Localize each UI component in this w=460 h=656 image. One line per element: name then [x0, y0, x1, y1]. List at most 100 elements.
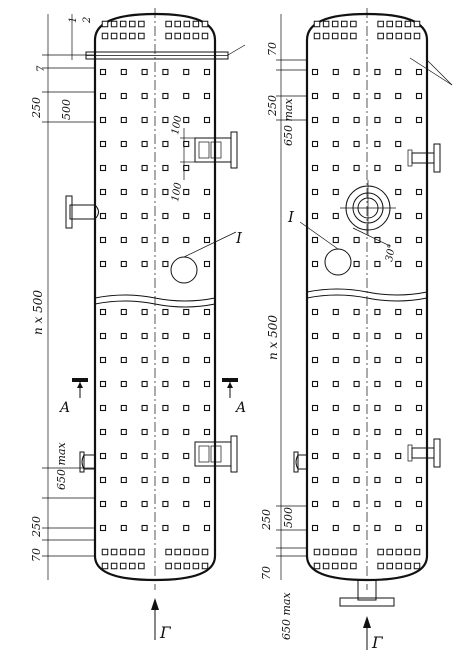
left-dim-500: 500	[60, 99, 73, 120]
tube-hole	[129, 32, 136, 40]
tube-hole	[99, 68, 107, 76]
tube-hole	[404, 548, 412, 556]
tube-hole	[386, 562, 393, 570]
left-flow-arrow	[151, 598, 159, 640]
left-dim-7: 7	[36, 65, 47, 72]
tube-hole	[311, 452, 319, 460]
tube-hole	[395, 260, 402, 268]
left-dim-250-top: 250	[30, 97, 43, 119]
tube-hole	[353, 428, 360, 436]
tube-hole	[322, 32, 330, 40]
tube-hole	[120, 428, 127, 436]
right-vessel: 70 250 650 max I 30° n x 500 250 500 70 …	[260, 8, 453, 652]
tube-hole	[99, 140, 107, 148]
tube-hole	[141, 452, 148, 460]
tube-hole	[395, 92, 402, 100]
tube-hole	[415, 92, 423, 100]
left-dim-70: 70	[30, 548, 43, 562]
tube-hole	[141, 524, 148, 532]
tube-hole	[395, 308, 402, 316]
tube-hole	[415, 332, 423, 340]
tube-hole	[313, 562, 321, 570]
tube-hole	[99, 476, 107, 484]
tube-hole	[203, 356, 211, 364]
tube-hole	[404, 20, 412, 28]
tube-hole	[203, 212, 211, 220]
tube-hole	[395, 380, 402, 388]
tube-hole	[374, 116, 381, 124]
left-lower-nozzle	[194, 435, 238, 473]
tube-hole	[332, 92, 339, 100]
tube-hole	[99, 260, 107, 268]
tube-hole	[183, 32, 191, 40]
tube-hole	[311, 236, 319, 244]
tube-hole	[332, 140, 339, 148]
tube-hole	[332, 380, 339, 388]
left-dim-2: 2	[82, 17, 93, 24]
tube-hole	[395, 20, 403, 28]
tube-hole	[99, 212, 107, 220]
tube-hole	[138, 548, 145, 556]
tube-hole	[183, 404, 190, 412]
tube-hole	[331, 32, 339, 40]
tube-hole	[377, 548, 384, 556]
tube-hole	[322, 20, 330, 28]
tube-hole	[183, 356, 190, 364]
tube-hole	[201, 562, 209, 570]
tube-hole	[415, 524, 423, 532]
tube-hole	[350, 32, 357, 40]
tube-hole	[99, 236, 107, 244]
left-dim-100-b: 100	[170, 181, 184, 202]
tube-hole	[415, 212, 423, 220]
left-vessel: 1 2 7 250 500 100 100 n x 500 650 max 25…	[30, 8, 246, 642]
tube-hole	[99, 92, 107, 100]
tube-hole	[183, 212, 190, 220]
tube-hole	[395, 164, 402, 172]
tube-hole	[99, 428, 107, 436]
tube-hole	[183, 524, 190, 532]
tube-hole	[138, 32, 145, 40]
tube-hole	[415, 428, 423, 436]
tube-hole	[353, 92, 360, 100]
tube-hole	[374, 356, 381, 364]
right-small-side-nozzle	[293, 451, 307, 473]
left-dim-1: 1	[68, 17, 79, 23]
left-top-crossbar	[85, 51, 229, 60]
tube-hole	[141, 68, 148, 76]
right-tube-hole-grid	[311, 20, 423, 570]
tube-hole	[141, 212, 148, 220]
tube-hole	[374, 260, 381, 268]
tube-hole	[120, 380, 127, 388]
tube-hole	[141, 476, 148, 484]
tube-hole	[332, 164, 339, 172]
tube-hole	[119, 548, 127, 556]
tube-hole	[377, 32, 384, 40]
tube-hole	[174, 20, 181, 28]
tube-hole	[374, 380, 381, 388]
tube-hole	[162, 452, 169, 460]
tube-hole	[341, 32, 348, 40]
tube-hole	[311, 404, 319, 412]
tube-hole	[386, 20, 393, 28]
tube-hole	[350, 548, 357, 556]
left-dim-650max: 650 max	[55, 442, 68, 490]
tube-hole	[353, 116, 360, 124]
tube-hole	[374, 404, 381, 412]
tube-hole	[183, 332, 190, 340]
tube-hole	[311, 380, 319, 388]
tube-hole	[395, 212, 402, 220]
tube-hole	[183, 164, 190, 172]
tube-hole	[311, 68, 319, 76]
tube-hole	[141, 428, 148, 436]
tube-hole	[395, 188, 402, 196]
tube-hole	[162, 188, 169, 196]
tube-hole	[162, 140, 169, 148]
left-detail-I: I	[235, 229, 243, 247]
tube-hole	[110, 562, 118, 570]
tube-hole	[374, 164, 381, 172]
tube-hole	[99, 164, 107, 172]
tube-hole	[353, 164, 360, 172]
tube-hole	[174, 548, 181, 556]
tube-hole	[141, 140, 148, 148]
tube-hole	[203, 308, 211, 316]
